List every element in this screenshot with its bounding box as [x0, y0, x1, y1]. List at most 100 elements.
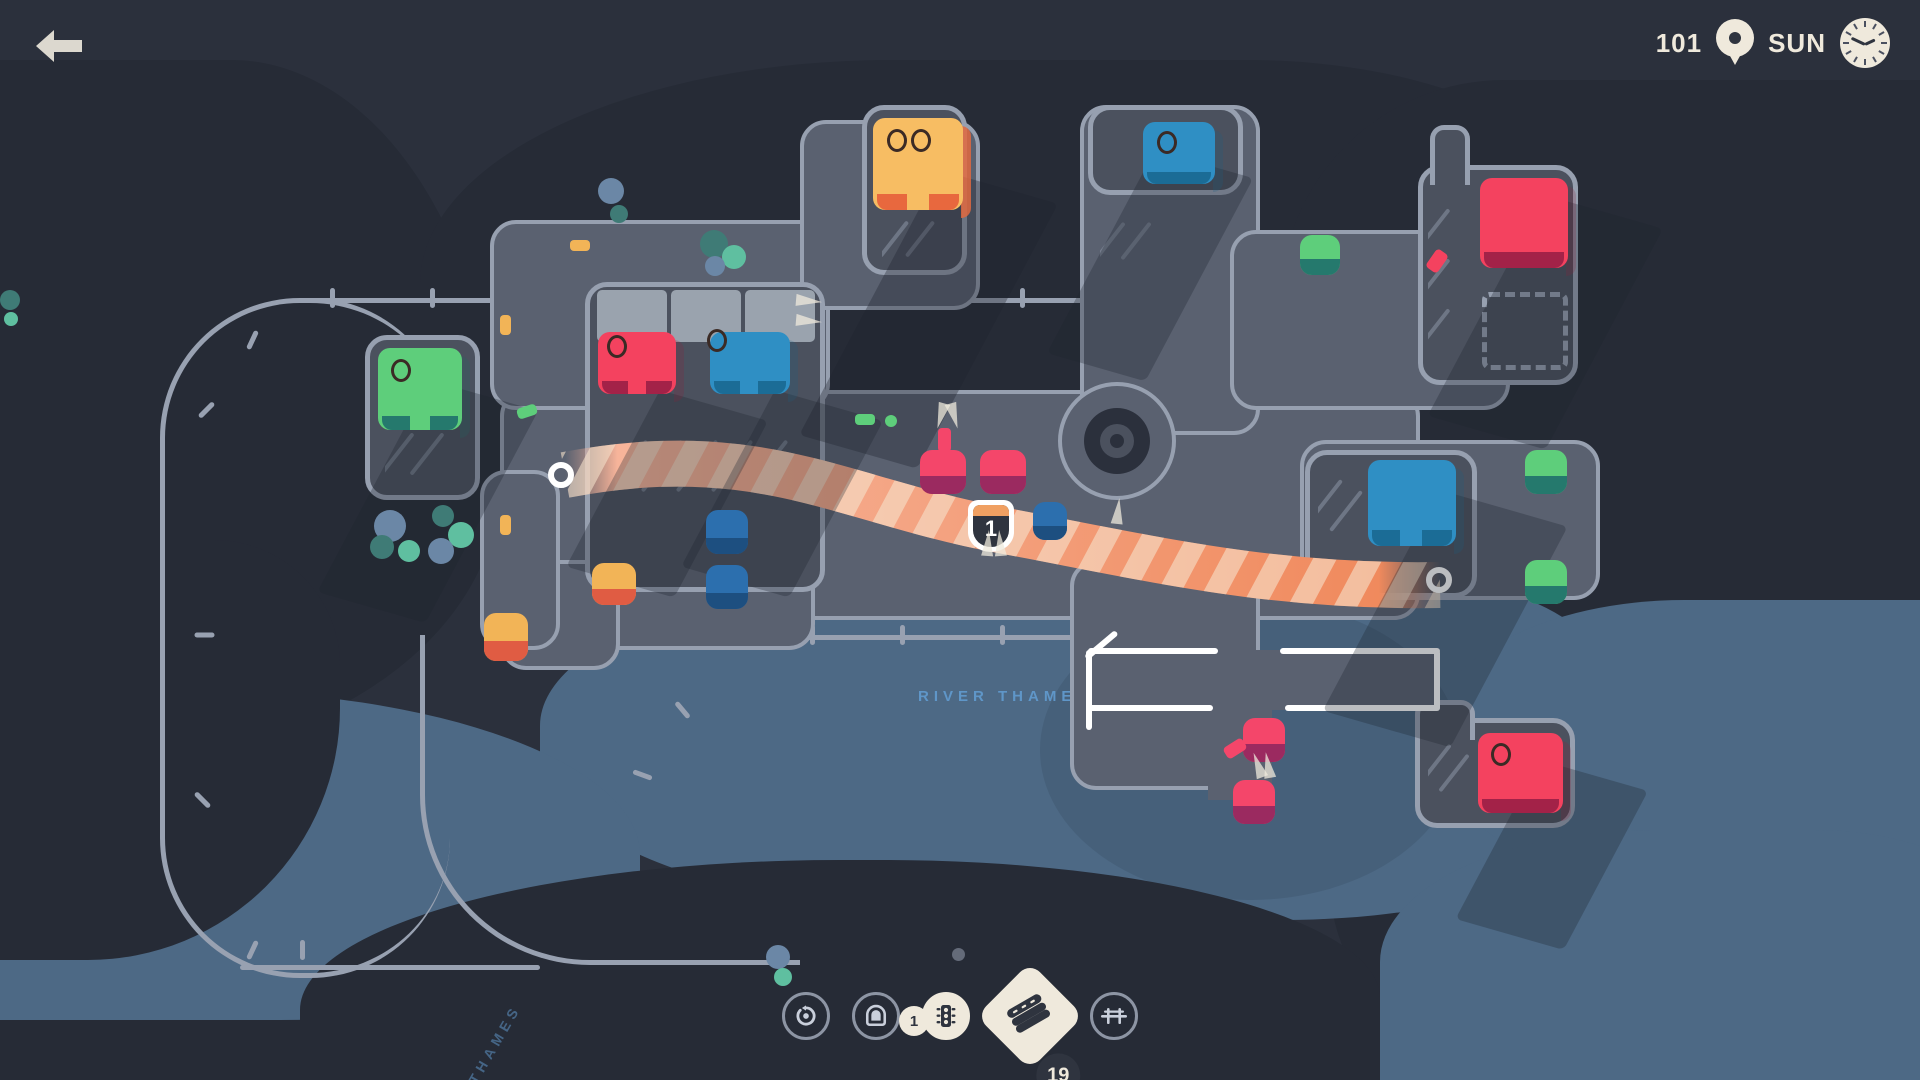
bridge-rail-bottom-left	[1088, 705, 1213, 711]
road-tool[interactable]: 19	[976, 962, 1084, 1080]
traffic-light-tool[interactable]: 1	[899, 992, 970, 1040]
car-yellow-b	[500, 315, 511, 335]
pin-marker	[704, 326, 730, 360]
rail-tie	[430, 288, 435, 308]
building-side	[460, 356, 470, 438]
bridge-rail-top-left	[1088, 648, 1218, 654]
tree	[598, 178, 624, 204]
tree	[428, 538, 454, 564]
car-headlight	[795, 313, 823, 329]
tree	[885, 415, 897, 427]
building-blue-small-b[interactable]	[706, 565, 748, 609]
building-blue-small-a[interactable]	[706, 510, 748, 554]
rail-line-south	[790, 635, 1090, 640]
building-side	[961, 126, 971, 218]
building-door-notch	[1400, 530, 1422, 546]
pin-marker	[388, 356, 414, 390]
bridge-approach-right	[1434, 650, 1440, 710]
tunnel-tool[interactable]	[852, 992, 900, 1040]
building-pink-bridge-a[interactable]	[1243, 718, 1285, 762]
clock-hour-hand	[1850, 36, 1866, 46]
rail-tie	[1020, 288, 1025, 308]
building-red-southeast[interactable]	[1478, 733, 1571, 821]
tree	[952, 948, 965, 961]
rail-tie	[300, 940, 305, 960]
zone-east-hatch	[1318, 478, 1368, 548]
building-blue-top[interactable]	[1143, 122, 1223, 192]
tree	[610, 205, 628, 223]
building-blue-east[interactable]	[1368, 460, 1464, 554]
tree	[370, 535, 394, 559]
building-side	[1561, 741, 1571, 821]
tree	[4, 312, 18, 326]
river-east-lower	[1380, 830, 1920, 1080]
building-base-band	[592, 589, 636, 605]
building-base-band	[1482, 799, 1559, 813]
building-side	[1213, 130, 1223, 192]
building-orange-small-a[interactable]	[592, 563, 636, 605]
building-base-band	[484, 641, 528, 661]
car-headlight	[795, 293, 823, 309]
building-green-west[interactable]	[378, 348, 470, 438]
building-side	[1566, 186, 1576, 276]
pin-marker	[884, 126, 910, 160]
rail-line-southwest	[240, 965, 540, 970]
bridge-icon	[1101, 1008, 1127, 1024]
roundabout-center	[1110, 434, 1124, 448]
traffic-light-icon	[936, 1005, 956, 1027]
rail-tie	[194, 632, 215, 638]
traffic-light-count-badge: 1	[899, 1006, 929, 1036]
car-pink-a	[938, 428, 951, 452]
bridge-approach-left	[1086, 650, 1092, 730]
building-base-band	[1484, 252, 1564, 268]
building-base-band	[920, 476, 966, 494]
building-blue-center[interactable]	[710, 332, 798, 402]
rail-curve-south	[420, 635, 800, 965]
plot-empty-northeast[interactable]	[1482, 292, 1568, 370]
shield-number: 1	[984, 516, 998, 541]
shield-inner	[973, 505, 1009, 547]
car-headlight	[993, 529, 1007, 557]
river-label-thames: RIVER THAMES	[918, 688, 1092, 705]
tree	[722, 245, 746, 269]
building-orange-small-b[interactable]	[484, 613, 528, 661]
bridge-rail-bottom-right	[1285, 705, 1440, 711]
building-side	[788, 340, 798, 402]
back-button[interactable]	[30, 22, 88, 70]
building-green-small-b[interactable]	[1525, 560, 1567, 604]
tree	[432, 505, 454, 527]
building-orange-depot[interactable]	[873, 118, 971, 218]
building-green-small-a[interactable]	[1525, 450, 1567, 494]
roundabout-icon	[796, 1005, 816, 1026]
motorway-endpoint-east[interactable]	[1426, 567, 1452, 593]
building-side	[1454, 468, 1464, 554]
roundabout-tool[interactable]	[782, 992, 830, 1040]
tree	[705, 256, 725, 276]
rail-tie	[900, 625, 905, 645]
pin-hole	[1729, 32, 1742, 44]
car-green-b	[855, 414, 875, 425]
building-green-small-c[interactable]	[1300, 235, 1340, 275]
bridge-tool[interactable]	[1090, 992, 1138, 1040]
building-pink-a[interactable]	[920, 450, 966, 494]
building-pink-b[interactable]	[980, 450, 1026, 494]
back-arrow-icon	[36, 30, 82, 62]
motorway-endpoint-west[interactable]	[548, 462, 574, 488]
hud-status-bar: 101 SUN	[1656, 18, 1890, 68]
building-red-center[interactable]	[598, 332, 684, 402]
motorway-shield-badge[interactable]: 1	[968, 500, 1014, 552]
building-door-notch	[740, 381, 758, 394]
location-pin-icon	[1716, 19, 1755, 67]
zone-southeast-hatch	[1428, 742, 1470, 802]
pin-tip	[1724, 45, 1747, 65]
building-red-northeast[interactable]	[1480, 178, 1576, 276]
pin-marker	[908, 126, 934, 160]
building-base-band	[1243, 744, 1285, 762]
road-layers-icon	[1007, 994, 1050, 1033]
building-blue-small-c[interactable]	[1033, 502, 1067, 540]
building-pink-bridge-b[interactable]	[1233, 780, 1275, 824]
clock-icon	[1840, 18, 1890, 68]
tree	[774, 968, 792, 986]
tree	[398, 540, 420, 562]
building-base-band	[706, 538, 748, 554]
